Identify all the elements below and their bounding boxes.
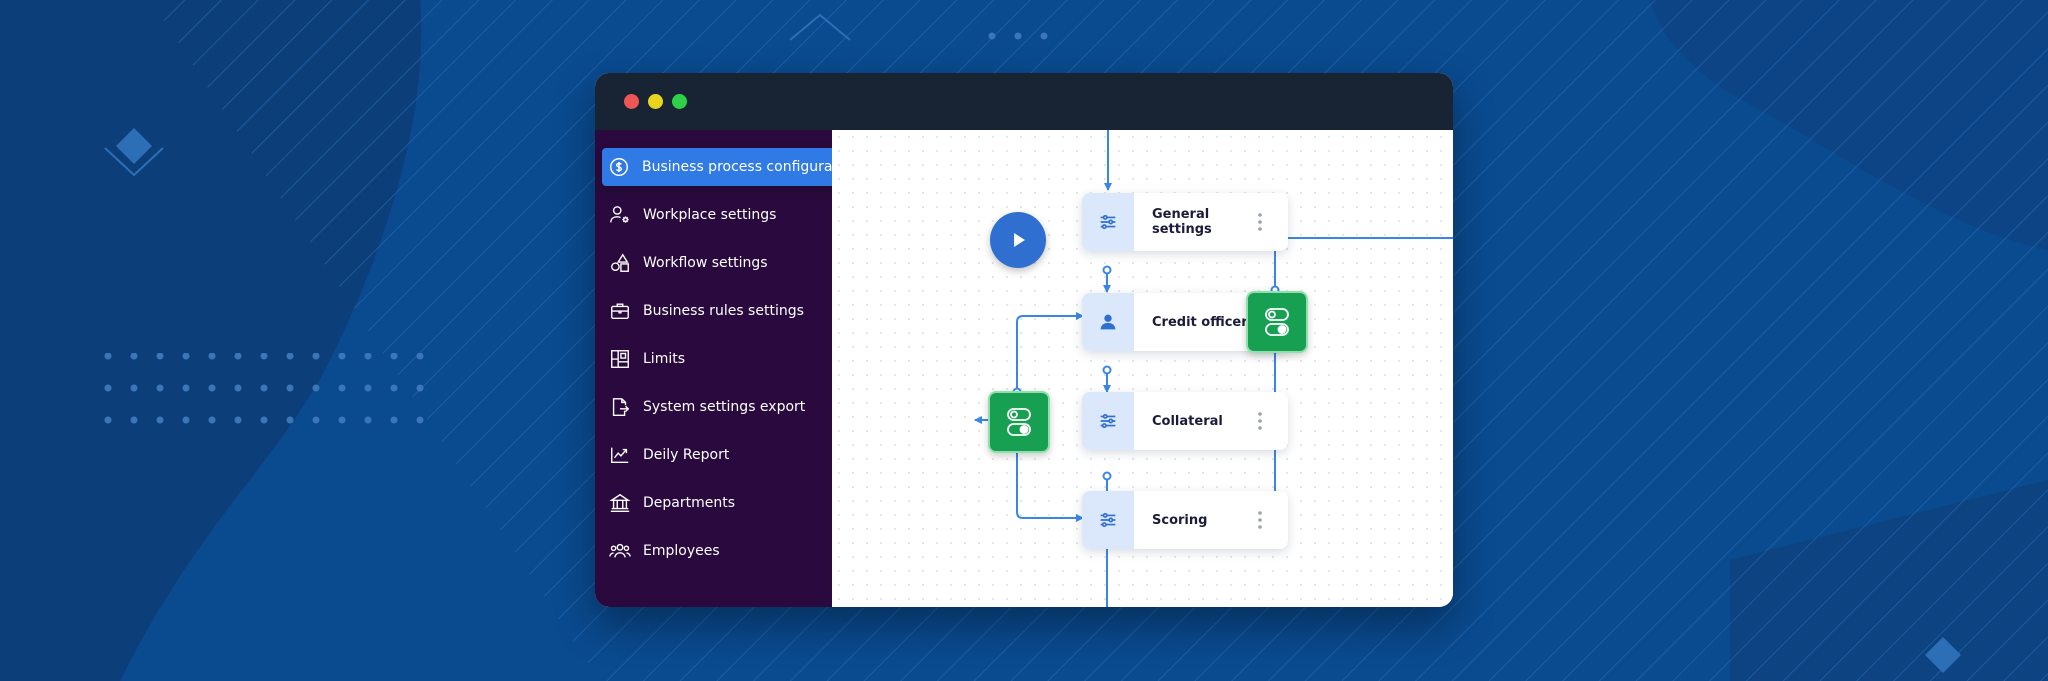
node-label: Scoring xyxy=(1152,512,1208,528)
sidebar-item-label: Workflow settings xyxy=(643,255,768,271)
sidebar-item-label: Business rules settings xyxy=(643,303,804,319)
minimize-button[interactable] xyxy=(648,94,663,109)
node-label: Credit officer xyxy=(1152,314,1248,330)
person-icon xyxy=(1100,314,1116,330)
dollar-circle-icon xyxy=(608,156,630,178)
file-export-icon xyxy=(609,396,631,418)
gateway-node[interactable] xyxy=(988,391,1050,453)
user-gear-icon xyxy=(609,204,631,226)
shapes-icon xyxy=(609,252,631,274)
sidebar-item-deily-report[interactable]: Deily Report xyxy=(603,436,823,474)
layout-icon xyxy=(609,348,631,370)
sidebar-item-label: System settings export xyxy=(643,399,806,415)
sliders-icon xyxy=(1100,512,1116,528)
sidebar-item-label: Employees xyxy=(643,543,720,559)
chart-icon xyxy=(609,444,631,466)
briefcase-icon xyxy=(609,300,631,322)
sidebar-item-employees[interactable]: Employees xyxy=(603,532,823,570)
workflow-canvas[interactable]: General settings Credit officer Collater… xyxy=(832,130,1453,607)
title-bar xyxy=(595,73,1453,130)
gateway-node[interactable] xyxy=(1246,291,1308,353)
node-label: General settings xyxy=(1152,207,1212,237)
sidebar-item-label: Business process configurator xyxy=(642,159,853,175)
sidebar: Business process configurator Workplace … xyxy=(595,130,864,607)
sidebar-item-limits[interactable]: Limits xyxy=(603,340,823,378)
sidebar-item-label: Limits xyxy=(643,351,685,367)
node-scoring[interactable]: Scoring xyxy=(1082,491,1288,549)
bank-icon xyxy=(609,492,631,514)
users-icon xyxy=(609,540,631,562)
sidebar-item-business-rules-settings[interactable]: Business rules settings xyxy=(603,292,823,330)
sidebar-item-label: Departments xyxy=(643,495,736,511)
play-icon xyxy=(1014,233,1025,247)
toggle-icon xyxy=(1265,308,1289,336)
sidebar-item-departments[interactable]: Departments xyxy=(603,484,823,522)
toggle-icon xyxy=(1007,408,1031,436)
maximize-button[interactable] xyxy=(672,94,687,109)
close-button[interactable] xyxy=(624,94,639,109)
sidebar-item-workflow-settings[interactable]: Workflow settings xyxy=(603,244,823,282)
sidebar-item-label: Deily Report xyxy=(643,447,730,463)
sidebar-item-label: Workplace settings xyxy=(643,207,777,223)
node-collateral[interactable]: Collateral xyxy=(1082,392,1288,450)
sidebar-item-business-process-configurator[interactable]: Business process configurator xyxy=(602,148,864,186)
app-window: Business process configurator Workplace … xyxy=(595,73,1453,607)
start-node[interactable] xyxy=(990,212,1046,268)
kebab-menu-icon[interactable] xyxy=(1258,412,1262,430)
node-general-settings[interactable]: General settings xyxy=(1082,193,1288,251)
sidebar-item-system-settings-export[interactable]: System settings export xyxy=(603,388,823,426)
sidebar-item-workplace-settings[interactable]: Workplace settings xyxy=(603,196,823,234)
sliders-icon xyxy=(1100,214,1116,230)
kebab-menu-icon[interactable] xyxy=(1258,213,1262,231)
sliders-icon xyxy=(1100,413,1116,429)
node-label: Collateral xyxy=(1152,413,1223,429)
kebab-menu-icon[interactable] xyxy=(1258,511,1262,529)
